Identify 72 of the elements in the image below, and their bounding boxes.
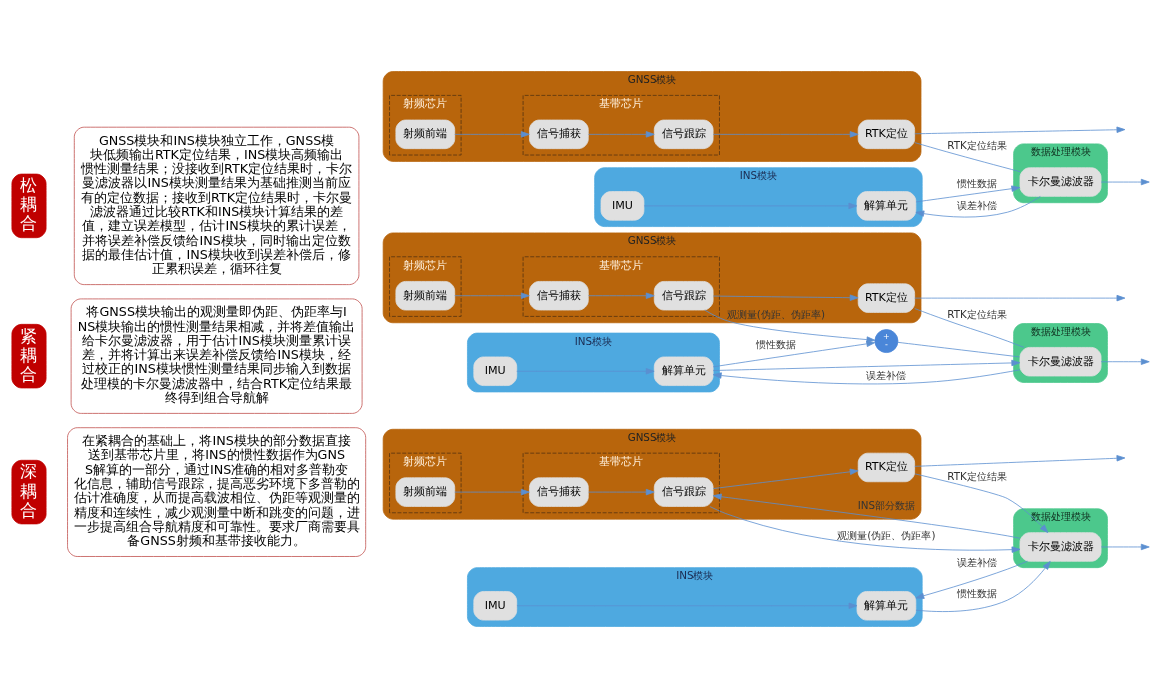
node-box: 卡尔曼滤波器 <box>1019 346 1102 376</box>
node-box: 紧耦合 <box>11 323 47 388</box>
edge-label: RTK定位结果 <box>947 469 1007 482</box>
arrow <box>712 340 876 367</box>
arrow <box>454 292 530 299</box>
node-box: IMU <box>600 190 645 221</box>
arrow <box>709 505 1021 553</box>
node-box: 射频前端 <box>395 119 456 149</box>
node-box: 解算单元 <box>856 190 917 221</box>
arrow <box>588 488 655 495</box>
arrow <box>588 292 655 299</box>
node-box: 在紧耦合的基础上，将INS模块的部分数据直接送到基带芯片里，将INS的惯性数据作为GNSS解算的一部分，通过INS准确的相对多普勒变化信息，辅助信号跟踪，提高恶劣环境下多普勒的估计准确度，从而提高载波相位、伪距等观测量的精度和连续性，减少观测量中断和跳变的问题，进一步提高组合导航精度和可靠性。要求厂商需要具备GNSS射频和基带接收能力。 <box>67 426 367 557</box>
node-box: 信号跟踪 <box>653 476 714 507</box>
node-box: RTK定位 <box>857 452 916 482</box>
arrow <box>914 126 1126 134</box>
arrow <box>712 359 1021 371</box>
node-box: 信号跟踪 <box>653 280 714 310</box>
arrow <box>1100 358 1150 365</box>
arrow <box>712 368 1021 384</box>
node-box: 信号捕获 <box>529 280 589 310</box>
node-box: RTK定位 <box>857 282 916 313</box>
node-box: 深耦合 <box>11 459 47 524</box>
arrow <box>914 472 1049 533</box>
arrow <box>516 602 858 609</box>
edge-label: 误差补偿 <box>866 368 907 381</box>
arrow <box>712 130 859 138</box>
arrow <box>915 560 1028 599</box>
arrow <box>1100 543 1150 550</box>
edge-label: 观测量(伪距、伪距率) <box>726 307 825 320</box>
arrow <box>915 195 1041 217</box>
arrow <box>914 454 1126 467</box>
arrow <box>712 468 859 489</box>
node-box: 卡尔曼滤波器 <box>1019 166 1102 197</box>
arrow <box>914 294 1126 301</box>
node-box: RTK定位 <box>857 119 916 149</box>
arrow <box>1100 178 1150 185</box>
arrow <box>915 185 1021 202</box>
edge-label: 观测量(伪距、伪距率) <box>837 528 936 541</box>
node-box: 信号捕获 <box>529 476 589 507</box>
node-box: 解算单元 <box>856 590 917 620</box>
node-box: 松耦合 <box>11 173 47 238</box>
node-circle: + - <box>874 328 899 353</box>
edge-label: INS部分数据 <box>857 498 916 511</box>
edge-label: 误差补偿 <box>957 198 998 211</box>
arrow <box>704 309 876 343</box>
node-box: 信号捕获 <box>529 119 589 149</box>
arrow <box>712 294 859 301</box>
edge-label: 惯性数据 <box>755 337 796 350</box>
node-box: IMU <box>473 356 518 386</box>
node-box: 信号跟踪 <box>653 119 714 149</box>
arrow <box>516 367 655 374</box>
arrow <box>454 488 530 495</box>
node-box: 卡尔曼滤波器 <box>1019 531 1102 562</box>
connector <box>914 307 1025 348</box>
edge-label: 误差补偿 <box>957 555 998 568</box>
node-box: IMU <box>473 590 518 620</box>
node-box: 射频前端 <box>395 476 456 507</box>
edge-label: RTK定位结果 <box>947 307 1007 320</box>
connector <box>914 141 1021 172</box>
arrow <box>915 560 1051 612</box>
arrow <box>588 130 655 138</box>
arrow <box>643 202 858 209</box>
node-box: 将GNSS模块输出的观测量即伪距、伪距率与INS模块输出的惯性测量结果相减，并将差值输出给卡尔曼滤波器，用于估计INS模块测量累计误差，并将计算出来误差补偿反馈给INS模块，经过校正的INS模块惯性测量结果同步输入到数据处理模的卡尔曼滤波器中，结合RTK定位结果最终得到组合导航解 <box>70 298 363 414</box>
edge-label: 惯性数据 <box>957 176 998 189</box>
arrow <box>454 130 530 138</box>
node-box: GNSS模块和INS模块独立工作，GNSS模块低频输出RTK定位结果，INS模块高频输出惯性测量结果；没接收到RTK定位结果时，卡尔曼滤波器以INS模块测量结果为基础推测当前应有的定位数据；接收到RTK定位结果时，卡尔曼滤波器通过比较RTK和INS模块计算结果的差值，建立误差模型，估计INS模块的累计误差，并将误差补偿反馈给INS模块，同时输出定位数据的最佳估计值，INS模块收到误差补偿后，修正累积误差，循环往复 <box>73 126 360 285</box>
arrow <box>712 493 1021 539</box>
edge-label: 惯性数据 <box>957 586 998 599</box>
node-box: 解算单元 <box>653 356 714 386</box>
node-box: 射频前端 <box>395 280 456 310</box>
edge-label: RTK定位结果 <box>947 138 1007 151</box>
connector <box>897 341 1020 357</box>
